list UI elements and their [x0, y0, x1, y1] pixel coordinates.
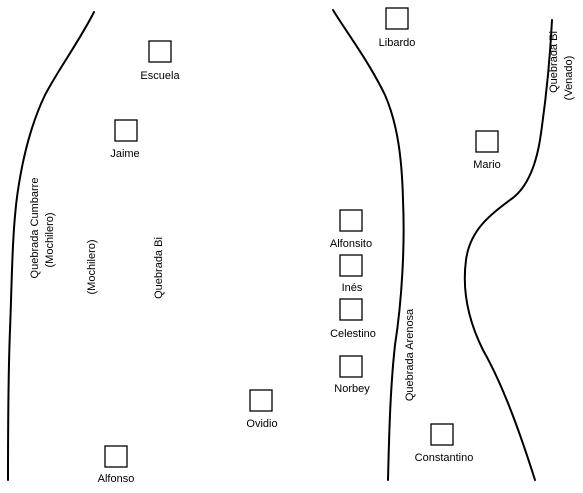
stream-label-cumbarre: Quebrada Cumbarre — [29, 178, 41, 279]
house-alfonso: Alfonso — [98, 445, 135, 485]
house-label: Alfonso — [98, 473, 135, 485]
river-quebrada-cumbarre — [7, 11, 95, 481]
house-label: Libardo — [379, 37, 416, 49]
house-label: Norbey — [334, 383, 370, 395]
house-celestino: Celestino — [330, 298, 376, 340]
river-quebrada-arenosa — [332, 9, 405, 481]
house-label: Constantino — [415, 452, 474, 464]
house-label: Ovidio — [246, 418, 277, 430]
house-libardo: Libardo — [379, 7, 416, 49]
stream-label-mochilero: (Mochilero) — [86, 239, 98, 294]
house-ines: Inés — [339, 254, 363, 294]
house-label: Mario — [473, 159, 501, 171]
house-label: Inés — [342, 282, 363, 294]
stream-label-arenosa: Quebrada Arenosa — [404, 308, 416, 401]
stream-label-bi-right-alt: (Venado) — [563, 56, 575, 101]
stream-label-cumbarre-alt: (Mochilero) — [44, 212, 56, 267]
stream-label-bi-center: Quebrada Bi — [153, 237, 165, 299]
house-alfonsito: Alfonsito — [330, 209, 372, 250]
house-mario: Mario — [473, 130, 501, 171]
house-jaime: Jaime — [110, 119, 140, 160]
house-label: Escuela — [140, 70, 180, 82]
house-label: Celestino — [330, 328, 376, 340]
house-label: Jaime — [110, 148, 139, 160]
house-label: Alfonsito — [330, 238, 372, 250]
house-constantino: Constantino — [415, 423, 474, 464]
house-ovidio: Ovidio — [246, 389, 278, 430]
river-quebrada-bi-venado — [463, 19, 553, 481]
house-escuela: Escuela — [140, 40, 180, 82]
house-norbey: Norbey — [334, 355, 370, 395]
stream-label-bi-right: Quebrada Bi — [548, 31, 560, 93]
